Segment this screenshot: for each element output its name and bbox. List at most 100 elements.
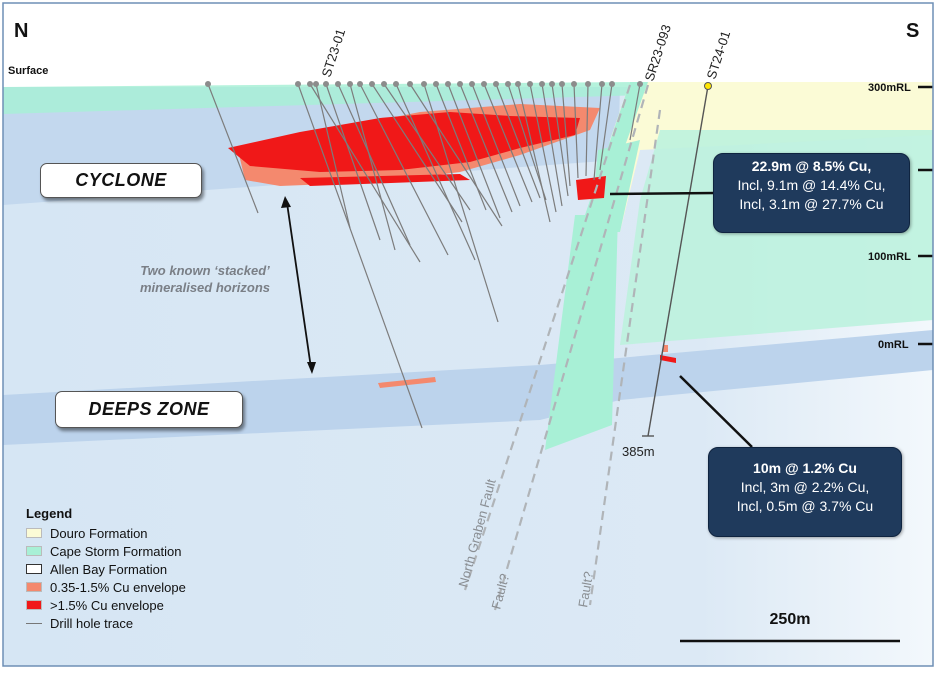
cyclone-zone-label: CYCLONE: [40, 163, 202, 198]
drill-hole-trace: [585, 83, 589, 177]
legend-label: Douro Formation: [50, 525, 148, 541]
drill-collar: [559, 81, 565, 87]
drill-hole-trace: [349, 83, 396, 251]
deeps-low-grade-lens: [378, 377, 436, 388]
drill-collar: [599, 81, 605, 87]
drill-collar: [307, 81, 313, 87]
drill-collar: [609, 81, 615, 87]
drill-hole-trace: [629, 83, 641, 141]
drill-hole-trace: [207, 83, 259, 214]
drill-collar: [323, 81, 329, 87]
stacked-arrow-head-top: [281, 196, 291, 208]
rl-label-100: 100mRL: [868, 251, 911, 263]
drill-hole-trace: [483, 83, 533, 203]
drill-hole-trace: [447, 83, 501, 219]
drill-collar: [515, 81, 521, 87]
drill-collar: [549, 81, 555, 87]
legend-label: >1.5% Cu envelope: [50, 597, 164, 613]
drill-hole-trace: [315, 83, 351, 229]
drill-collar: [457, 81, 463, 87]
legend-item: Allen Bay Formation: [26, 560, 186, 578]
drill-collar: [539, 81, 545, 87]
legend-item: >1.5% Cu envelope: [26, 596, 186, 614]
legend-label: Allen Bay Formation: [50, 561, 168, 577]
st24-collar: [704, 82, 712, 90]
drill-collar: [205, 81, 211, 87]
cape-storm-surface-strip: [3, 82, 645, 114]
drill-hole-trace: [337, 83, 411, 246]
drill-collar: [445, 81, 451, 87]
lower-callout-head: 10m @ 1.2% Cu: [753, 460, 857, 476]
high-grade-intercept-upper: [576, 176, 606, 200]
drill-collar: [481, 81, 487, 87]
deeps-high-grade-intercept: [660, 355, 676, 363]
legend-swatch: [26, 546, 42, 556]
drill-collar: [433, 81, 439, 87]
surface-label: Surface: [8, 65, 48, 77]
upper-intercept-callout: 22.9m @ 8.5% Cu, Incl, 9.1m @ 14.4% Cu, …: [713, 153, 910, 233]
cape-storm-fault-sliver: [545, 215, 618, 450]
upper-callout-line-2: Incl, 3.1m @ 27.7% Cu: [739, 196, 884, 212]
stacked-arrow-line: [286, 202, 312, 369]
stacked-arrow-head-bottom: [307, 362, 316, 374]
drill-hole-trace: [325, 83, 381, 241]
drill-hole-trace: [409, 83, 503, 227]
legend-swatch: [26, 582, 42, 592]
drill-hole-trace: [593, 83, 603, 181]
drill-collar: [585, 81, 591, 87]
lower-callout-line-1: Incl, 3m @ 2.2% Cu,: [740, 479, 870, 495]
douro-formation-block: [598, 82, 933, 232]
legend-label: Drill hole trace: [50, 615, 134, 631]
legend-item: Douro Formation: [26, 524, 186, 542]
stacked-horizons-note: Two known ‘stacked’ mineralised horizons: [120, 262, 290, 296]
drill-hole-trace: [383, 83, 471, 211]
drill-collar: [313, 81, 319, 87]
upper-callout-leader: [609, 191, 716, 196]
drill-hole-trace: [359, 83, 449, 256]
drill-hole-trace: [435, 83, 487, 211]
drill-collar: [421, 81, 427, 87]
legend-label: 0.35-1.5% Cu envelope: [50, 579, 186, 595]
drill-hole-trace: [297, 83, 423, 429]
north-graben-fault-line: [463, 84, 632, 591]
drill-collar: [637, 81, 643, 87]
hole-depth-label: 385m: [622, 444, 655, 459]
drill-hole-trace: [395, 83, 476, 261]
legend-swatch: [26, 600, 42, 610]
note-line-1: Two known ‘stacked’: [140, 263, 270, 278]
sky-area: [3, 3, 933, 87]
drill-collar: [347, 81, 353, 87]
drill-hole-trace: [529, 83, 557, 213]
legend-label: Cape Storm Formation: [50, 543, 182, 559]
drill-collar: [527, 81, 533, 87]
drill-collar: [295, 81, 301, 87]
legend-item: Cape Storm Formation: [26, 542, 186, 560]
drill-collar: [505, 81, 511, 87]
drill-hole-trace: [599, 83, 613, 171]
drill-hole-trace: [517, 83, 551, 223]
rl-label-300: 300mRL: [868, 82, 911, 94]
drill-hole-trace: [459, 83, 513, 213]
north-label: N: [14, 20, 29, 42]
fault-line-2: [493, 84, 650, 611]
drill-hole-trace: [495, 83, 541, 199]
drill-collars: [205, 81, 643, 87]
lower-callout-leader: [679, 375, 753, 448]
drill-collar: [369, 81, 375, 87]
lower-intercept-callout: 10m @ 1.2% Cu Incl, 3m @ 2.2% Cu, Incl, …: [708, 447, 902, 537]
legend-line-swatch: [26, 622, 42, 624]
deeps-low-grade-intercept: [663, 345, 668, 352]
drill-hole-trace: [573, 83, 579, 179]
drill-collar: [493, 81, 499, 87]
fault-label-3: Fault?: [575, 570, 596, 608]
drill-collar: [407, 81, 413, 87]
rl-label-0: 0mRL: [878, 339, 909, 351]
legend-item: Drill hole trace: [26, 614, 186, 632]
upper-callout-head: 22.9m @ 8.5% Cu,: [751, 158, 872, 174]
cape-storm-upper-sliver: [590, 140, 640, 232]
drill-hole-trace: [551, 83, 569, 197]
